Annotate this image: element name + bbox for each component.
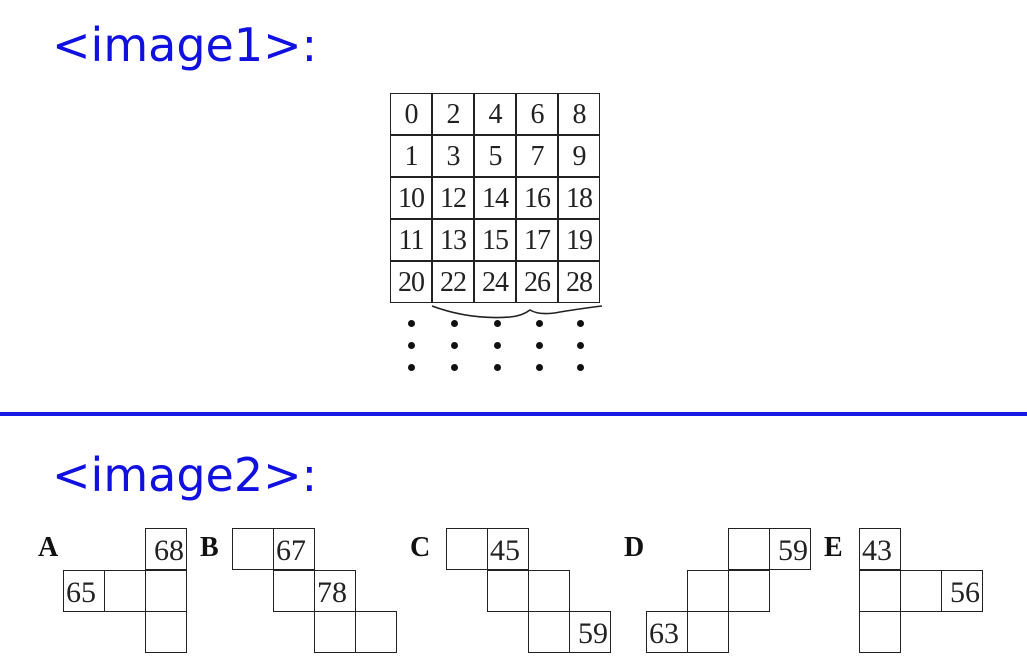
- grid-cell: 1: [390, 135, 432, 177]
- option-cell: [355, 611, 397, 653]
- dot: [494, 364, 501, 371]
- option-cell: [728, 528, 770, 570]
- dot: [536, 364, 543, 371]
- dot: [494, 320, 501, 327]
- grid-cell: 10: [390, 177, 432, 219]
- dot: [577, 364, 584, 371]
- grid-cell: 3: [432, 135, 474, 177]
- option-letter: A: [38, 532, 59, 563]
- grid-cell: 16: [516, 177, 558, 219]
- grid-cell: 20: [390, 261, 432, 303]
- option-cell: [528, 570, 570, 612]
- section-divider: [0, 412, 1027, 416]
- grid-cell: 22: [432, 261, 474, 303]
- grid-cell: 9: [558, 135, 600, 177]
- dot: [577, 342, 584, 349]
- grid-cell: 14: [474, 177, 516, 219]
- option-cell: [687, 570, 729, 612]
- option-cell: [859, 611, 901, 653]
- option-cell: 65: [63, 570, 105, 612]
- option-cell: [446, 528, 488, 570]
- option-cell: [314, 611, 356, 653]
- option-cell: [900, 570, 942, 612]
- grid-cell: 2: [432, 93, 474, 135]
- dot: [408, 342, 415, 349]
- grid-cell: 8: [558, 93, 600, 135]
- dot: [408, 320, 415, 327]
- grid-cell: 24: [474, 261, 516, 303]
- dot: [451, 364, 458, 371]
- option-cell: [859, 570, 901, 612]
- option-cell: 56: [941, 570, 983, 612]
- option-cell: 68: [145, 528, 187, 570]
- grid-cell: 0: [390, 93, 432, 135]
- option-cell: 59: [769, 528, 811, 570]
- grid-cell: 11: [390, 219, 432, 261]
- option-cell: [528, 611, 570, 653]
- grid-cell: 18: [558, 177, 600, 219]
- option-cell: [273, 570, 315, 612]
- image1-heading: <image1>:: [52, 18, 318, 72]
- dot: [536, 342, 543, 349]
- option-letter: B: [200, 532, 219, 563]
- dot: [494, 342, 501, 349]
- dot: [408, 364, 415, 371]
- option-letter: C: [410, 532, 431, 563]
- grid-cell: 13: [432, 219, 474, 261]
- option-cell: [145, 570, 187, 612]
- option-cell: 78: [314, 570, 356, 612]
- grid-cell: 28: [558, 261, 600, 303]
- dot: [536, 320, 543, 327]
- option-letter: E: [824, 532, 843, 563]
- grid-cell: 15: [474, 219, 516, 261]
- option-cell: [145, 611, 187, 653]
- option-cell: 45: [487, 528, 529, 570]
- option-cell: [687, 611, 729, 653]
- option-cell: 59: [569, 611, 611, 653]
- grid-cell: 19: [558, 219, 600, 261]
- option-letter: D: [624, 532, 645, 563]
- image2-heading: <image2>:: [52, 448, 318, 502]
- dot: [451, 320, 458, 327]
- grid-cell: 17: [516, 219, 558, 261]
- option-cell: 67: [273, 528, 315, 570]
- grid-cell: 12: [432, 177, 474, 219]
- option-cell: 63: [646, 611, 688, 653]
- option-cell: [728, 570, 770, 612]
- grid-cell: 26: [516, 261, 558, 303]
- grid-cell: 4: [474, 93, 516, 135]
- tear-brace: [431, 305, 603, 319]
- grid-cell: 5: [474, 135, 516, 177]
- dot: [577, 320, 584, 327]
- option-cell: [104, 570, 146, 612]
- option-cell: [232, 528, 274, 570]
- option-cell: [487, 570, 529, 612]
- option-cell: 43: [859, 528, 901, 570]
- dot: [451, 342, 458, 349]
- grid-cell: 7: [516, 135, 558, 177]
- grid-cell: 6: [516, 93, 558, 135]
